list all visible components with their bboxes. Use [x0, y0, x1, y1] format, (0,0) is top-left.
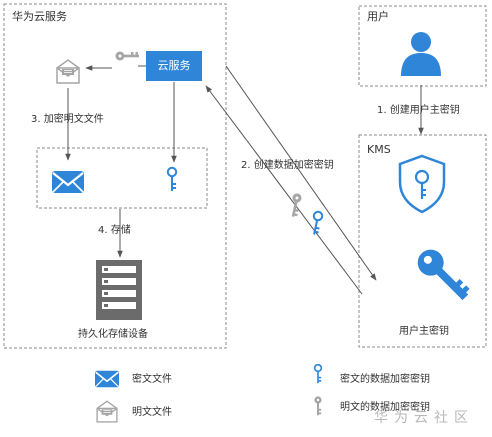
- file-zone: [36, 147, 208, 209]
- plaintext-dek-icon: [288, 192, 303, 218]
- cloud-service-node: 云服务: [146, 51, 202, 81]
- legend-encrypted-dek-label: 密文的数据加密密钥: [340, 374, 430, 385]
- huawei-cloud-title: 华为云服务: [12, 10, 67, 23]
- legend-plaintext-file-label: 明文文件: [132, 407, 172, 418]
- legend-ciphertext-file-label: 密文文件: [132, 374, 172, 385]
- server-icon: [96, 260, 142, 320]
- step1-label: 1. 创建用户主密钥: [377, 105, 460, 116]
- request-arrow: [225, 65, 377, 281]
- encrypted-dek-box-icon: [166, 166, 178, 192]
- step4-label: 4. 存储: [98, 225, 131, 236]
- legend-ciphertext-file-icon: [94, 369, 120, 389]
- storage-label: 持久化存储设备: [78, 329, 148, 340]
- cmk-label: 用户主密钥: [399, 326, 449, 337]
- step3-label: 3. 加密明文文件: [31, 114, 104, 125]
- step2-label: 2. 创建数据加密密钥: [241, 160, 334, 171]
- encrypted-dek-icon: [308, 210, 324, 237]
- plaintext-file-icon: [56, 59, 80, 84]
- return-arrow: [205, 85, 363, 295]
- kms-zone-title: KMS: [367, 143, 391, 156]
- legend-plaintext-file-icon: [96, 400, 118, 423]
- user-zone-title: 用户: [367, 10, 389, 23]
- kms-zone: [358, 134, 487, 348]
- envelope-icon: [50, 169, 86, 195]
- shield-key-icon: [398, 154, 446, 214]
- key-icon: [417, 249, 470, 301]
- legend-encrypted-dek-icon: [313, 363, 323, 385]
- user-zone: [358, 5, 487, 87]
- user-icon: [401, 32, 441, 76]
- plaintext-dek-key-icon: [115, 51, 139, 61]
- huawei-cloud-zone: [3, 3, 227, 349]
- legend-plaintext-dek-label: 明文的数据加密密钥: [340, 402, 430, 413]
- watermark: 华为云社区: [374, 410, 474, 426]
- legend-plaintext-dek-icon: [314, 396, 322, 416]
